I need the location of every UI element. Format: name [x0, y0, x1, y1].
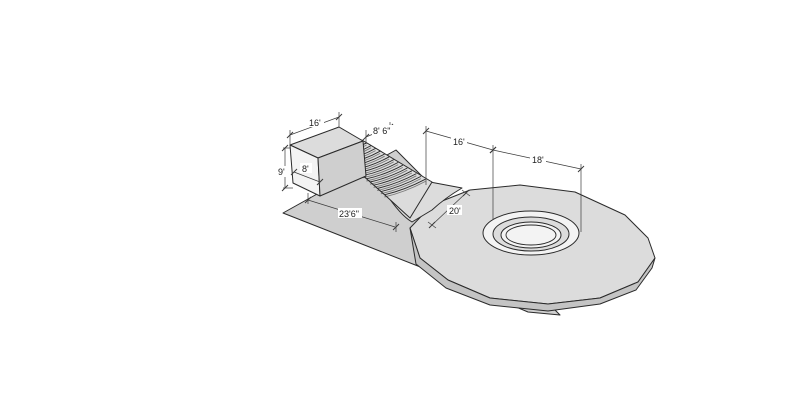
stair-tread	[369, 167, 408, 183]
stair-tread	[373, 170, 413, 186]
stair-tread	[377, 173, 417, 189]
label-stair-length: 23'6"	[339, 209, 359, 219]
dim-box-height: 9'	[277, 144, 293, 192]
innermost-ring	[505, 224, 557, 246]
stair-tread	[380, 176, 422, 193]
label-box-width: 16'	[309, 118, 321, 128]
stair-riser	[366, 167, 404, 182]
stair-riser	[380, 178, 422, 195]
label-ring-radius: 18'	[532, 155, 544, 165]
dim-stair-width: 8' 6"	[362, 122, 394, 144]
stair-riser	[369, 169, 408, 185]
stair-tread	[384, 178, 426, 196]
label-box-height: 9'	[278, 167, 285, 177]
dim-stair-length: 23'6"	[304, 193, 400, 232]
stair-tread	[366, 164, 404, 180]
stair-riser	[373, 172, 413, 188]
dim-ring-radius: 18'	[489, 146, 585, 232]
label-gap-length: 16'	[453, 137, 465, 147]
stair-riser	[377, 175, 417, 192]
dim-box-depth: 8'	[290, 163, 324, 186]
dim-box-width: 16'	[286, 112, 343, 145]
dim-flare-width: 20'	[427, 189, 471, 229]
inner-ring	[500, 221, 562, 249]
label-stair-width: 8' 6"	[373, 126, 390, 136]
stair-riser	[384, 181, 426, 198]
label-flare-width: 20'	[449, 206, 461, 216]
label-box-depth: 8'	[302, 164, 309, 174]
platform-rim	[409, 227, 656, 312]
stair-riser	[362, 164, 399, 179]
